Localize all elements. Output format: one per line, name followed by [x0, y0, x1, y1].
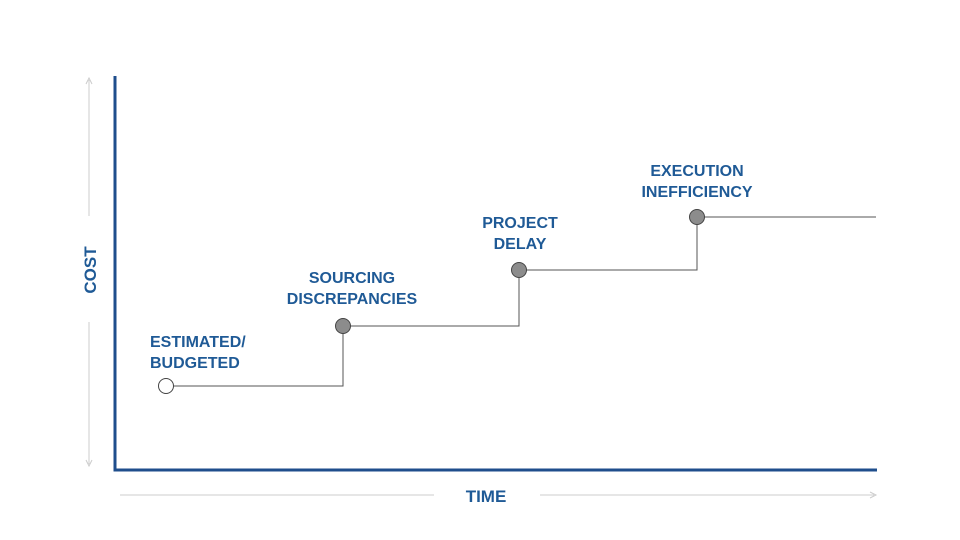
- marker-estimated: [158, 378, 174, 394]
- y-axis-label: COST: [81, 246, 100, 294]
- step-label-line: DELAY: [493, 236, 547, 253]
- step-label-sourcing: SOURCING DISCREPANCIES: [272, 268, 432, 310]
- cost-step-line: [166, 216, 876, 387]
- step-label-line: EXECUTION: [650, 163, 744, 180]
- step-label-line: PROJECT: [482, 215, 558, 232]
- cost-arrow-up-head: [85, 76, 93, 85]
- step-label-line: INEFFICIENCY: [641, 184, 753, 201]
- step-label-execution: EXECUTION INEFFICIENCY: [627, 161, 767, 203]
- marker-execution: [689, 209, 705, 225]
- step-label-line: SOURCING: [308, 270, 396, 287]
- step-label-estimated: ESTIMATED/ BUDGETED: [150, 332, 246, 374]
- time-arrow-head: [869, 491, 878, 499]
- marker-sourcing: [335, 318, 351, 334]
- step-label-line: ESTIMATED/: [150, 334, 246, 351]
- step-label-line: BUDGETED: [150, 355, 240, 372]
- x-axis-label: TIME: [465, 487, 507, 506]
- cost-arrow-down-head: [85, 459, 93, 468]
- marker-project-delay: [511, 262, 527, 278]
- step-label-project-delay: PROJECT DELAY: [460, 213, 580, 255]
- step-label-line: DISCREPANCIES: [286, 291, 418, 308]
